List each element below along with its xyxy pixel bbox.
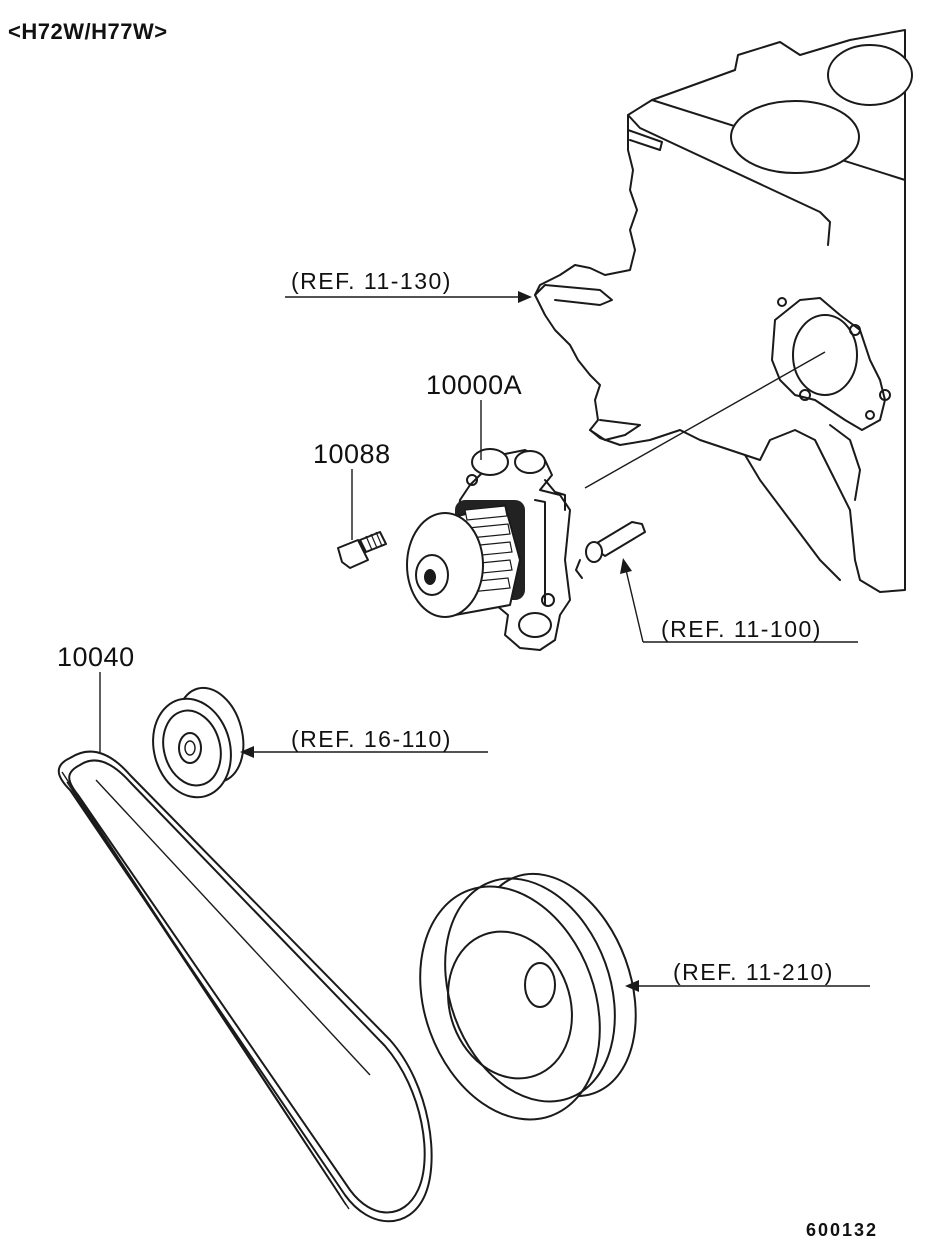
drive-belt-drawing [57,750,433,1223]
part-number-bolt[interactable]: 10088 [313,439,391,469]
idler-pulley-drawing [152,686,245,799]
ref-label-crank-pulley[interactable]: (REF. 11-210) [673,959,834,985]
figure-code: 600132 [806,1220,879,1240]
part-number-belt[interactable]: 10040 [57,642,135,672]
ref-label-gasket[interactable]: (REF. 11-100) [661,616,822,642]
engine-block-drawing [534,29,913,593]
gasket-drawing [575,521,646,579]
ref-label-engine-block[interactable]: (REF. 11-130) [291,268,452,294]
ref-label-idler-pulley[interactable]: (REF. 16-110) [291,726,452,752]
bolt-drawing [337,531,387,569]
crank-pulley-drawing [419,872,637,1121]
leader-lines [99,291,870,992]
part-number-water-pump[interactable]: 10000A [426,370,523,400]
assembly-axis-line [584,351,826,489]
water-pump-drawing [406,448,571,651]
diagram-title: <H72W/H77W> [8,19,168,44]
